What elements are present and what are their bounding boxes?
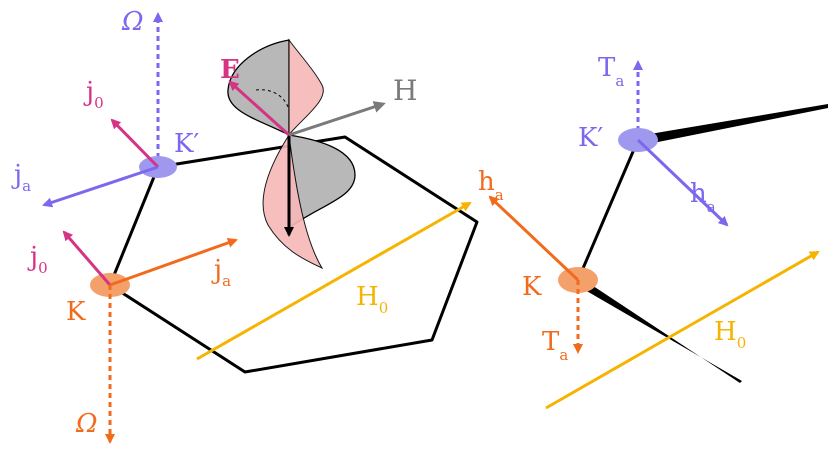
ja-right-label: ja <box>211 255 231 290</box>
right-panel: H0 Ta K′ ha K ha Ta <box>478 53 828 410</box>
kprime-label-left: K′ <box>174 129 199 159</box>
right-edge-kprime-k <box>576 139 640 281</box>
h0-label-right: H0 <box>714 317 746 352</box>
h0-label: H0 <box>356 282 388 317</box>
wave-gray-lobe-bottom <box>288 134 356 230</box>
h0-field-arrow <box>196 201 472 361</box>
k-label-left: K <box>66 297 86 327</box>
left-panel: H0 H E Ω K′ j0 ja K j0 <box>11 7 479 444</box>
ja-left-arrow <box>42 165 159 208</box>
ta-bottom-label: Ta <box>542 327 568 364</box>
right-edge-k-wedge <box>578 276 742 383</box>
wave-dashed-curve <box>255 89 290 111</box>
ta-top-label: Ta <box>598 53 624 90</box>
ja-right-arrow <box>109 237 238 287</box>
h-field-arrow <box>288 101 386 137</box>
j0-top-arrow <box>110 118 160 169</box>
ha-left-arrow <box>488 195 580 282</box>
kprime-label-right: K′ <box>578 123 603 153</box>
wave-pink-lobe-bottom <box>262 133 324 270</box>
e-field-arrow <box>228 80 291 137</box>
omega-bottom-label: Ω <box>75 409 98 439</box>
j0-bottom-label: j0 <box>27 242 48 277</box>
ha-right-label: ha <box>690 179 716 216</box>
h-label: H <box>393 74 417 107</box>
ha-right-arrow <box>636 138 729 227</box>
e-label: E <box>220 55 240 85</box>
wave-gray-lobe-top <box>227 39 290 137</box>
ha-left-label: ha <box>478 167 504 204</box>
k-label-right: K <box>522 272 542 302</box>
j0-bottom-arrow <box>62 230 112 286</box>
wave-pink-lobe-top <box>288 38 324 137</box>
right-edge-kprime-wedge <box>638 104 828 146</box>
omega-top-label: Ω <box>121 7 144 37</box>
ja-left-label: ja <box>11 160 31 195</box>
j0-top-label: j0 <box>83 77 104 112</box>
h0-field-arrow-right <box>545 250 820 410</box>
